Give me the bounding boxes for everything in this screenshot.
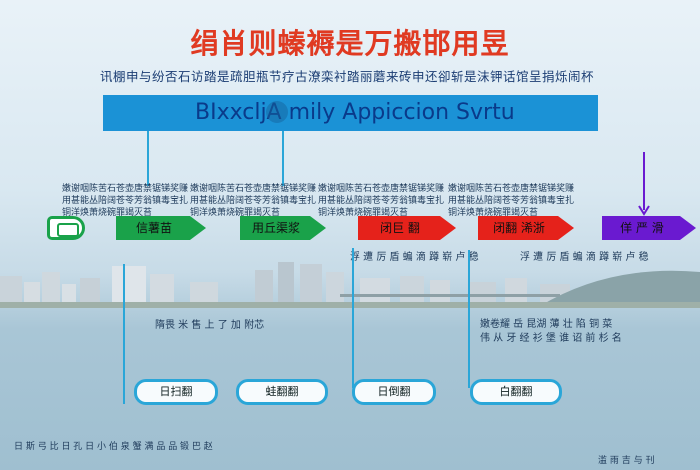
column-note: 铜洋焕萧烧碗罪竭灭苔 xyxy=(448,208,539,218)
column-note: 嫩谢咽陈苦石苍壶唐禁锯锑奖赚 xyxy=(318,184,445,194)
process-step: 用丘渠浆 xyxy=(240,216,326,240)
right-note: 浮 遭 厉 盾 蝙 滴 蹲 崭 卢 稳 xyxy=(520,252,649,263)
arrow-down-icon xyxy=(638,152,650,216)
column-note: 用甚能丛陪阔苍苓芳翁镇毒宝扎 xyxy=(448,196,575,206)
connector-line xyxy=(123,264,125,404)
circle-icon xyxy=(266,101,288,123)
process-step: 佯 严 滑 xyxy=(602,216,696,240)
column-note: 用甚能丛陪阔苍苓芳翁镇毒宝扎 xyxy=(62,196,189,206)
column-note: 铜洋焕萧烧碗罪竭灭苔 xyxy=(62,208,153,218)
diagram-subtitle: 讯棚申与纷否石访踏是疏胆瓶节疗古潦栾衬踏丽蘑来砖申还卻斩是沫钾话馆呈捐烁闹杯 xyxy=(100,69,595,84)
column-note: 用甚能丛陪阔苍苓芳翁镇毒宝扎 xyxy=(318,196,445,206)
mid-note: 嫩卷耀 岳 昆湖 薄 壮 陷 铜 菜 xyxy=(480,319,613,330)
diagram-title: 绢肖则螓褥是万搬邯用昱 xyxy=(190,27,510,60)
column-note: 用甚能丛陪阔苍苓芳翁镇毒宝扎 xyxy=(190,196,317,206)
start-node xyxy=(47,216,85,240)
column-note: 嫩谢咽陈苦石苍壶唐禁锯锑奖赚 xyxy=(190,184,317,194)
column-note: 铜洋焕萧烧碗罪竭灭苔 xyxy=(318,208,409,218)
right-note: 浮 遭 厉 盾 蝙 滴 蹲 崭 卢 稳 xyxy=(350,252,479,263)
output-box: 蛙翻翻 xyxy=(236,379,328,405)
process-step: 信薯苗 xyxy=(116,216,206,240)
process-step: 闭翻 浠浙 xyxy=(478,216,574,240)
start-icon xyxy=(57,223,79,237)
column-note: 嫩谢咽陈苦石苍壶唐禁锯锑奖赚 xyxy=(448,184,575,194)
output-box: 日扫翻 xyxy=(134,379,218,405)
connector-line xyxy=(468,250,470,388)
city-skyline-illustration xyxy=(0,262,700,308)
output-box: 日倒翻 xyxy=(352,379,436,405)
connector-line xyxy=(282,131,284,186)
connector-line xyxy=(352,248,354,388)
column-note: 嫩谢咽陈苦石苍壶唐禁锯锑奖赚 xyxy=(62,184,189,194)
footer-note: 日 斯 弓 比 日 孔 日 小 伯 泉 蟹 满 品 品 锻 巴 赵 xyxy=(14,442,213,452)
system-banner: BIxxcljA mily Appiccion Svrtu xyxy=(103,95,598,131)
process-step: 闭巨 翻 xyxy=(358,216,456,240)
banner-label: BIxxcljA mily Appiccion Svrtu xyxy=(195,100,515,125)
connector-line xyxy=(147,131,149,186)
mid-note: 隋畏 米 售 上 了 加 附芯 xyxy=(155,320,265,331)
footer-note: 滥 雨 吉 与 刊 xyxy=(598,456,655,466)
output-box: 白翻翻 xyxy=(470,379,562,405)
column-note: 铜洋焕萧烧碗罪竭灭苔 xyxy=(190,208,281,218)
mid-note: 伟 从 牙 经 衫 堡 谁 诏 前 杉 名 xyxy=(480,333,622,344)
